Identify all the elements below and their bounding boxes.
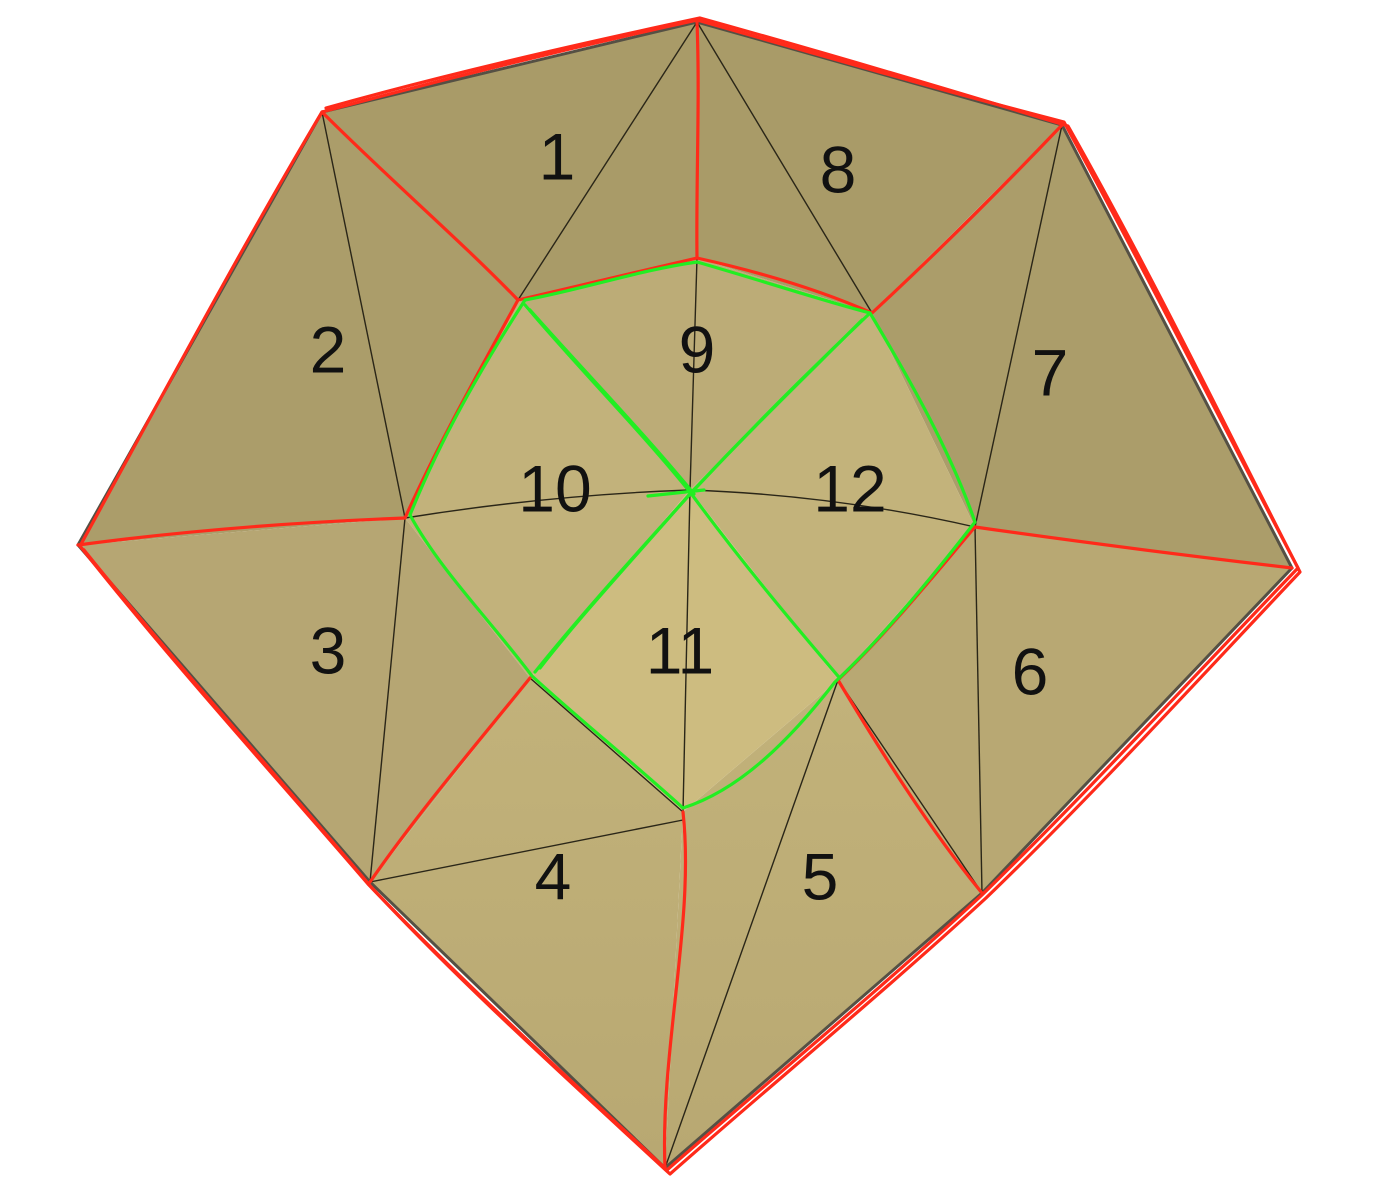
face-4 <box>370 678 683 1168</box>
red-fold-line <box>836 678 984 895</box>
faces <box>78 22 1292 1168</box>
red-fold-line <box>76 516 407 547</box>
green-center-tick <box>646 488 706 498</box>
edge <box>696 21 873 314</box>
edge <box>974 526 983 894</box>
face-label-1: 1 <box>539 119 576 193</box>
edge <box>689 257 698 491</box>
red-fold-line <box>662 810 688 1170</box>
face-7 <box>872 125 1292 568</box>
face-label-6: 6 <box>1012 634 1049 708</box>
face-3 <box>78 518 530 882</box>
edge <box>321 111 406 519</box>
face-label-4: 4 <box>535 839 572 913</box>
face-5 <box>665 680 982 1168</box>
face-10 <box>405 300 690 678</box>
edge <box>974 124 1063 528</box>
green-diagonal-double <box>538 318 864 670</box>
face-label-2: 2 <box>310 312 347 386</box>
red-outer-boundary-double <box>82 16 1302 1176</box>
face-11 <box>530 490 838 812</box>
red-fold-line <box>516 20 700 302</box>
green-diagonal-double <box>528 308 696 496</box>
face-label-8: 8 <box>820 132 857 206</box>
face-labels: 1 2 3 4 5 6 7 8 9 10 11 12 <box>310 119 1069 913</box>
face-label-7: 7 <box>1032 335 1069 409</box>
face-label-10: 10 <box>518 451 591 525</box>
edge <box>837 679 983 894</box>
edge <box>682 489 691 813</box>
face-label-5: 5 <box>802 839 839 913</box>
edge <box>517 21 698 301</box>
face-label-3: 3 <box>310 613 347 687</box>
green-inner-boundary <box>408 260 977 810</box>
red-fold-line <box>695 123 1064 315</box>
red-fold-line <box>973 525 1294 570</box>
face-label-9: 9 <box>679 312 716 386</box>
face-9 <box>518 258 872 490</box>
edge <box>529 677 684 813</box>
edge <box>664 679 839 1169</box>
face-8 <box>697 22 1062 313</box>
edge <box>369 517 406 883</box>
face-6 <box>838 527 1292 893</box>
face-label-11: 11 <box>646 613 715 687</box>
face-2 <box>78 112 518 545</box>
red-fold-line <box>320 110 520 302</box>
green-outline <box>408 260 977 810</box>
edge <box>369 819 684 883</box>
face-label-12: 12 <box>813 451 886 525</box>
red-fold-line <box>368 676 532 884</box>
face-12 <box>690 313 975 680</box>
face-1 <box>322 22 697 300</box>
